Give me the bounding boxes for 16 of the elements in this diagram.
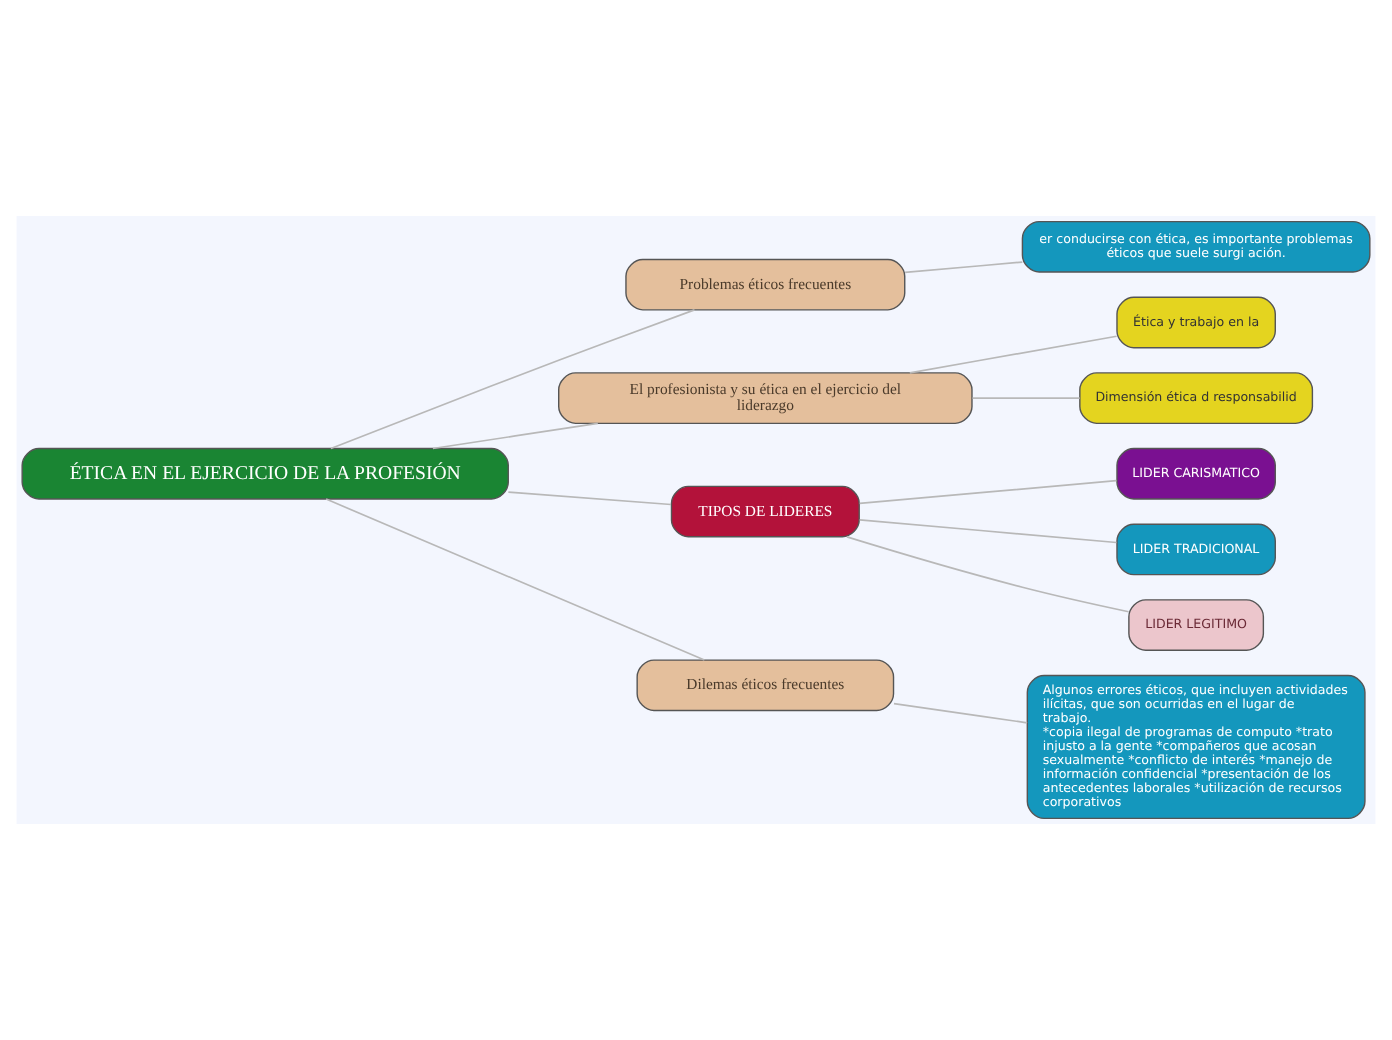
node-box: El profesionista y su ética en el ejercicio del liderazgo <box>558 372 973 425</box>
connector <box>507 491 672 506</box>
connector <box>904 261 1024 274</box>
node-box: Dilemas éticos frecuentes <box>636 659 895 712</box>
connector <box>846 536 1130 613</box>
connector <box>971 397 1081 399</box>
node-box: ÉTICA EN EL EJERCICIO DE LA PROFESIÓN <box>21 447 509 500</box>
node-box: TIPOS DE LIDERES <box>670 485 860 538</box>
connector <box>858 518 1118 544</box>
node-box: Problemas éticos frecuentes <box>625 258 906 311</box>
connector <box>330 309 696 450</box>
connector <box>432 422 599 450</box>
connector <box>893 702 1028 724</box>
connector <box>858 479 1118 505</box>
connector <box>325 498 706 661</box>
connector <box>909 335 1118 374</box>
